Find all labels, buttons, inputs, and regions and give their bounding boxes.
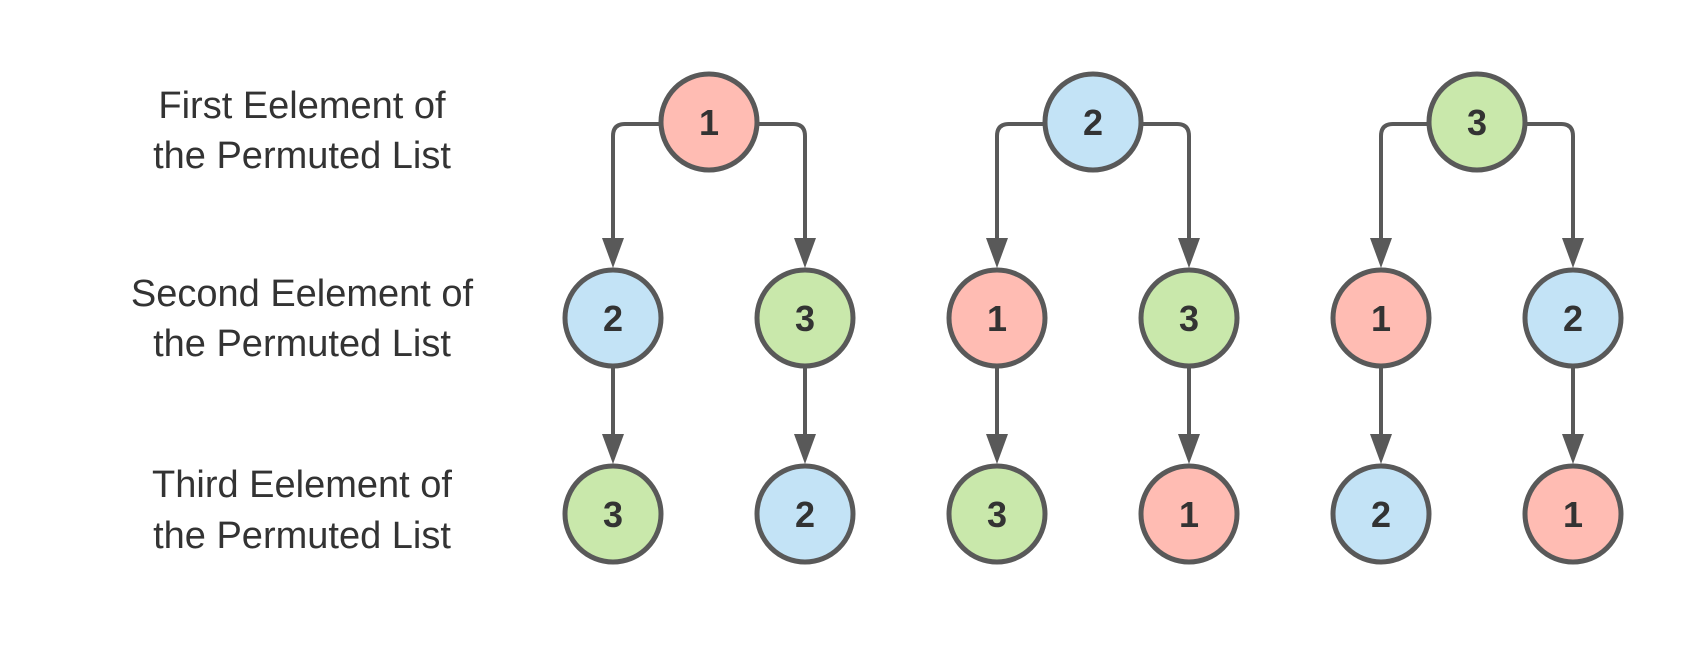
second-element-node-3-1-label: 1 (1371, 298, 1391, 339)
third-element-node-3-1: 2 (1330, 463, 1432, 565)
edge-root2-to-child1 (995, 122, 1045, 240)
second-element-node-1-1: 2 (562, 267, 664, 369)
first-element-node-1: 1 (658, 71, 760, 173)
third-element-node-1-2: 2 (754, 463, 856, 565)
arrowhead-leaf1-1 (602, 434, 624, 464)
arrowhead-leaf2-1 (986, 434, 1008, 464)
arrowhead-root3-child2 (1562, 238, 1584, 268)
second-element-node-1-2-label: 3 (795, 298, 815, 339)
second-element-node-1-2: 3 (754, 267, 856, 369)
second-element-node-1-1-circle (562, 267, 664, 369)
first-element-node-3-circle (1426, 71, 1528, 173)
second-element-node-2-1: 1 (946, 267, 1048, 369)
arrowhead-leaf3-2 (1562, 434, 1584, 464)
third-element-node-2-2-label: 1 (1179, 494, 1199, 535)
edge-root1-to-child2 (757, 122, 807, 240)
row-label-third-line1: Third Eelement of (152, 464, 452, 506)
second-element-node-3-2: 2 (1522, 267, 1624, 369)
tree-edges (602, 122, 1584, 464)
arrowhead-root1-child1 (602, 238, 624, 268)
third-element-node-1-1-circle (562, 463, 664, 565)
third-element-node-3-2-circle (1522, 463, 1624, 565)
edge-root3-to-child1 (1379, 122, 1429, 240)
second-element-node-2-1-circle (946, 267, 1048, 369)
second-element-node-1-2-circle (754, 267, 856, 369)
second-element-node-2-2: 3 (1138, 267, 1240, 369)
second-element-node-2-1-label: 1 (987, 298, 1007, 339)
edge-root3-to-child2 (1525, 122, 1575, 240)
second-element-node-3-2-label: 2 (1563, 298, 1583, 339)
second-element-node-2-2-circle (1138, 267, 1240, 369)
arrowhead-root3-child1 (1370, 238, 1392, 268)
edge-root1-to-child1 (611, 122, 661, 240)
third-element-node-3-2-label: 1 (1563, 494, 1583, 535)
row-label-first-line2: the Permuted List (153, 135, 451, 177)
arrowhead-root2-child2 (1178, 238, 1200, 268)
third-element-node-2-1-circle (946, 463, 1048, 565)
first-element-node-1-circle (658, 71, 760, 173)
arrowhead-leaf3-1 (1370, 434, 1392, 464)
third-element-node-3-2: 1 (1522, 463, 1624, 565)
arrowhead-leaf1-2 (794, 434, 816, 464)
arrowhead-root1-child2 (794, 238, 816, 268)
third-element-node-3-1-circle (1330, 463, 1432, 565)
row-label-second-line1: Second Eelement of (131, 273, 474, 315)
third-element-node-3-1-label: 2 (1371, 494, 1391, 535)
second-element-node-3-1-circle (1330, 267, 1432, 369)
first-element-node-1-label: 1 (699, 102, 719, 143)
tree-nodes: 2 3 3 2 1 1 3 3 1 2 1 2 2 1 3 (562, 71, 1624, 565)
row-label-third-line2: the Permuted List (153, 515, 451, 557)
row-label-second-line2: the Permuted List (153, 323, 451, 365)
first-element-node-2-circle (1042, 71, 1144, 173)
second-element-node-3-1: 1 (1330, 267, 1432, 369)
first-element-node-2: 2 (1042, 71, 1144, 173)
third-element-node-1-2-circle (754, 463, 856, 565)
edge-root2-to-child2 (1141, 122, 1191, 240)
first-element-node-2-label: 2 (1083, 102, 1103, 143)
first-element-node-3-label: 3 (1467, 102, 1487, 143)
third-element-node-2-1: 3 (946, 463, 1048, 565)
second-element-node-1-1-label: 2 (603, 298, 623, 339)
arrowhead-leaf2-2 (1178, 434, 1200, 464)
third-element-node-1-1: 3 (562, 463, 664, 565)
third-element-node-1-1-label: 3 (603, 494, 623, 535)
row-label-first-line1: First Eelement of (158, 85, 446, 127)
second-element-node-3-2-circle (1522, 267, 1624, 369)
first-element-node-3: 3 (1426, 71, 1528, 173)
arrowhead-root2-child1 (986, 238, 1008, 268)
third-element-node-1-2-label: 2 (795, 494, 815, 535)
second-element-node-2-2-label: 3 (1179, 298, 1199, 339)
third-element-node-2-1-label: 3 (987, 494, 1007, 535)
third-element-node-2-2-circle (1138, 463, 1240, 565)
row-labels: First Eelement of the Permuted List Seco… (131, 85, 474, 557)
third-element-node-2-2: 1 (1138, 463, 1240, 565)
